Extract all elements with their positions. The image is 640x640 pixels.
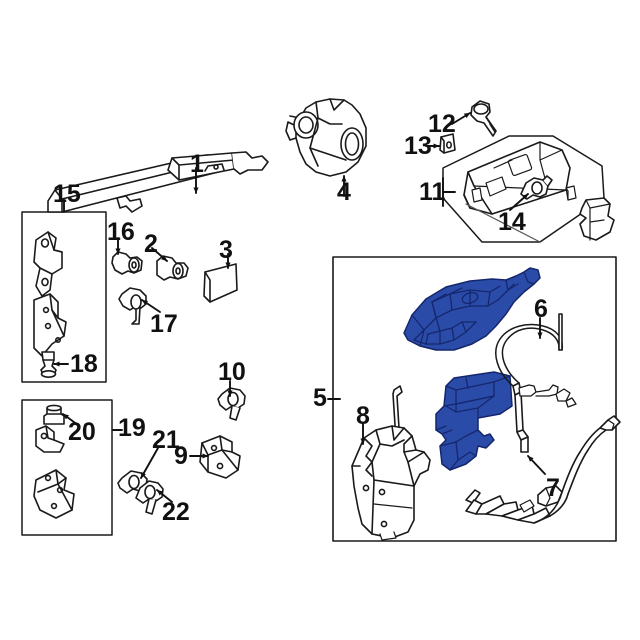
leader-22: [156, 489, 173, 503]
screw-22: [135, 480, 164, 515]
bracket-box-15: [21, 211, 107, 383]
clip-13: [439, 133, 456, 154]
leader-2: [151, 247, 168, 262]
callout-12: 12: [428, 110, 456, 138]
callout-19: 19: [118, 414, 146, 442]
plug-20: [43, 404, 65, 425]
leader-20: [62, 413, 79, 426]
screw-10: [217, 387, 246, 421]
callout-9: 9: [174, 442, 188, 470]
leader-17: [141, 299, 161, 313]
striker-bracket: [199, 435, 241, 479]
lock-actuator: [351, 425, 431, 541]
leader-7: [527, 455, 546, 475]
callout-22: 22: [162, 498, 190, 526]
callout-5: 5: [313, 384, 327, 412]
bolt-12: [470, 100, 497, 137]
door-latch-assembly-highlighted: [403, 267, 541, 351]
bolt-screw-16: [111, 251, 143, 275]
release-cable: [465, 388, 621, 524]
callout-16: 16: [107, 218, 135, 246]
bracket-box-19: [21, 399, 113, 536]
callout-14: 14: [498, 208, 526, 236]
rivet-18: [40, 351, 57, 378]
callout-18: 18: [70, 350, 98, 378]
leader-14: [509, 193, 529, 211]
callout-6: 6: [534, 295, 548, 323]
callout-10: 10: [218, 358, 246, 386]
leader-21: [140, 447, 159, 479]
screw-17: [118, 287, 147, 325]
callout-15: 15: [53, 180, 81, 208]
callout-20: 20: [68, 418, 96, 446]
callout-13: 13: [404, 132, 432, 160]
lock-cylinder-housing: [285, 98, 367, 177]
latch-cable-loop: [495, 313, 564, 453]
bolt-screw-2: [156, 255, 189, 281]
callout-11: 11: [419, 178, 446, 206]
exterior-door-handle: [47, 151, 269, 213]
callout-17: 17: [150, 310, 178, 338]
interior-handle-bezel-box: [442, 135, 615, 243]
handle-end-cap: [203, 263, 238, 303]
callout-8: 8: [356, 402, 370, 430]
callout-21: 21: [152, 426, 180, 454]
callout-2: 2: [144, 230, 158, 258]
callout-1: 1: [190, 150, 204, 178]
callout-3: 3: [219, 236, 233, 264]
leader-12: [451, 112, 471, 125]
callout-4: 4: [337, 178, 351, 206]
callout-7: 7: [546, 474, 560, 502]
latch-mounting-bracket-highlighted: [435, 371, 513, 471]
